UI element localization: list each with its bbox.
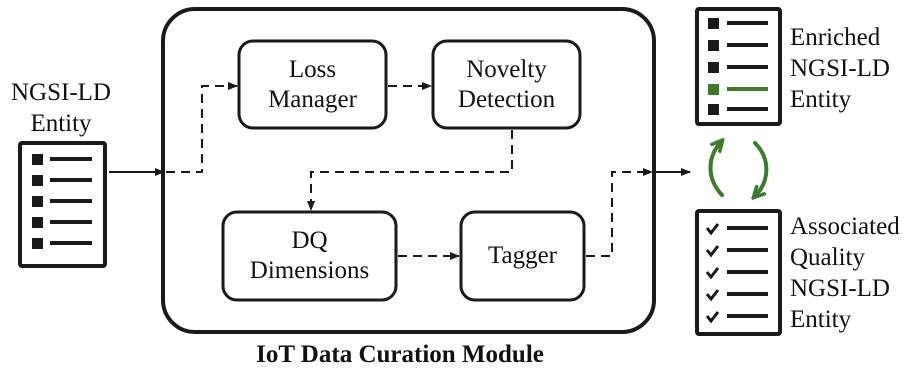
associated-line4: Entity xyxy=(790,306,852,333)
associated-line3: NGSI-LD xyxy=(790,275,890,302)
enriched-document-icon xyxy=(695,7,782,126)
input-label: NGSI-LD Entity xyxy=(6,77,116,139)
enriched-line1: Enriched xyxy=(790,24,881,51)
tagger-line1: Tagger xyxy=(487,242,558,269)
module-caption: IoT Data Curation Module xyxy=(256,341,544,368)
tagger-box xyxy=(459,210,586,302)
associated-document-icon xyxy=(695,209,782,336)
associated-label: Associated Quality NGSI-LD Entity xyxy=(790,211,906,335)
tagger-label: Tagger xyxy=(461,212,584,300)
dq-dimensions-label: DQ Dimensions xyxy=(223,212,396,300)
input-label-line1: NGSI-LD xyxy=(11,79,111,106)
input-document-icon xyxy=(18,141,107,268)
novelty-detection-box xyxy=(431,39,582,130)
enriched-label: Enriched NGSI-LD Entity xyxy=(790,22,902,115)
dq-dimensions-box xyxy=(221,210,398,302)
novelty-detection-line2: Detection xyxy=(457,85,556,113)
loss-manager-box xyxy=(237,39,388,130)
associated-line2: Quality xyxy=(790,244,865,271)
cycle-arrows-icon xyxy=(708,143,769,195)
novelty-detection-label: Novelty Detection xyxy=(433,41,580,128)
novelty-detection-line1: Novelty xyxy=(466,55,547,83)
associated-line1: Associated xyxy=(790,213,900,240)
enriched-line3: Entity xyxy=(790,86,852,113)
loss-manager-line2: Manager xyxy=(268,85,357,113)
arrow-tagger-to-output xyxy=(586,168,653,257)
arrow-novelty-to-dq xyxy=(307,130,513,211)
dq-dimensions-line2: Dimensions xyxy=(249,257,370,284)
loss-manager-line1: Loss xyxy=(288,55,337,83)
dq-dimensions-line1: DQ xyxy=(291,227,328,254)
enriched-line2: NGSI-LD xyxy=(790,55,890,82)
loss-manager-label: Loss Manager xyxy=(239,41,386,128)
input-label-line2: Entity xyxy=(30,110,92,137)
arrow-to-loss-manager xyxy=(166,82,238,173)
